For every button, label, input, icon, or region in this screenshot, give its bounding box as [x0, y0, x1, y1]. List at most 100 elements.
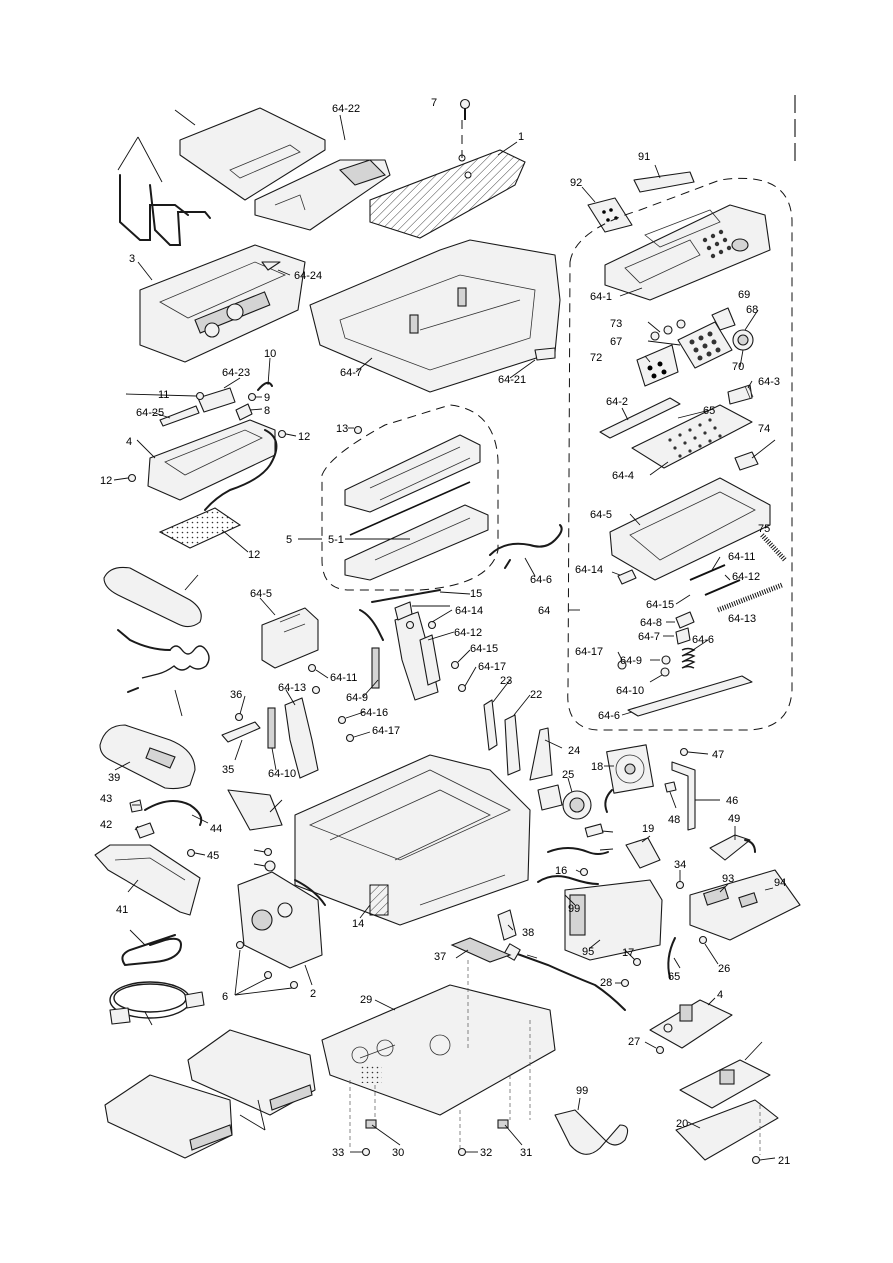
part-44-screw: [186, 848, 196, 858]
callout-61: 64-25: [136, 407, 164, 419]
callout-20: 19: [642, 823, 654, 835]
callout-31a: 30: [392, 1147, 404, 1159]
part-13-film: [158, 507, 242, 549]
part-64-19-64-20-64-21-dial: [711, 307, 754, 351]
part-15-lower-chassis: [294, 754, 531, 926]
callout-57a: 64-17: [478, 661, 506, 673]
part-31-feet: [365, 1119, 509, 1129]
callout-66: 92: [570, 177, 582, 189]
callout-64: 64: [538, 605, 550, 617]
part-45-bracket: [671, 761, 696, 831]
part-40-cradle-base: [94, 844, 201, 916]
callout-54b: 64-13: [278, 682, 306, 694]
callout-56a: 64-15: [470, 643, 498, 655]
part-63-connector: [667, 937, 676, 979]
callout-4: 4: [126, 436, 132, 448]
part-64-3-connector: [727, 384, 754, 405]
part-94-95-parts: [263, 847, 276, 872]
part-14-screw: [353, 425, 363, 435]
callout-9: 8: [264, 405, 270, 417]
callout-39: 39: [108, 772, 120, 784]
callout-30: 29: [360, 994, 372, 1006]
part-66-key-sheet: [587, 197, 633, 233]
part-29-screw-ground: [620, 978, 630, 988]
part-61-strip: [159, 405, 200, 427]
callout-22: 21: [778, 1155, 790, 1167]
part-64-24-tab: [734, 451, 759, 471]
assembly-64-boundary: [567, 177, 793, 731]
part-62-arrow-marker: [261, 261, 281, 271]
part-60-sheet: [197, 387, 236, 413]
callout-32: 32: [480, 1147, 492, 1159]
part-74-cord: [121, 934, 182, 967]
callout-40: 41: [116, 904, 128, 916]
callout-5: 5: [286, 534, 292, 546]
part-32-33-screws: [361, 1147, 467, 1157]
part-58-clip: [534, 347, 556, 361]
part-81-2-wire-guide: [119, 174, 211, 246]
callout-28: 27: [628, 1036, 640, 1048]
callout-52b: 64-10: [268, 768, 296, 780]
callout-69: 95: [582, 946, 594, 958]
callout-38: 38: [522, 927, 534, 939]
callout-72: 99: [576, 1085, 588, 1097]
part-76-curl-cord: [117, 629, 210, 693]
part-5-1-shaft: [349, 481, 471, 536]
callout-49: 64-5: [250, 588, 272, 600]
callout-64-18: 67: [610, 336, 622, 348]
part-38-clip: [497, 909, 517, 941]
callout-63: 65: [668, 971, 680, 983]
part-52-rod: [371, 647, 380, 689]
callout-31b: 31: [520, 1147, 532, 1159]
callout-64-4: 64-4: [612, 470, 634, 482]
part-64-4-key-pcb: [631, 404, 753, 469]
callout-10: 9: [264, 392, 270, 404]
callout-35: 35: [222, 764, 234, 776]
part-71-board: [679, 1059, 771, 1109]
part-7-screws: [235, 940, 299, 990]
callout-25: 24: [568, 745, 580, 757]
part-53-55-56-57-screws: [307, 620, 467, 743]
part-20-board: [625, 837, 661, 869]
part-64-23-key-group: [650, 319, 686, 341]
callout-8: 7: [431, 97, 437, 109]
callout-42: 43: [100, 793, 112, 805]
callout-62: 64-24: [294, 270, 322, 282]
callout-37: 37: [434, 951, 446, 963]
callout-64-2: 64-2: [606, 396, 628, 408]
part-50-main-frame: [309, 239, 561, 393]
callout-19: 18: [591, 761, 603, 773]
callout-24: 23: [500, 675, 512, 687]
part-39-handset-cradle: [99, 724, 196, 790]
part-67-68-main-pcb: [689, 869, 801, 941]
callout-45: 46: [726, 795, 738, 807]
part-59-paper-guide: [254, 159, 391, 231]
callout-60: 64-23: [222, 367, 250, 379]
part-54-bracket: [284, 611, 441, 779]
callout-64-6: 64-6: [598, 710, 620, 722]
part-4-ccd-bracket: [147, 419, 278, 511]
callout-64-19: 68: [746, 304, 758, 316]
part-48-battery: [709, 834, 756, 861]
part-75-document-trays: [104, 1029, 316, 1159]
callout-54a: 64-12: [454, 627, 482, 639]
part-64-15-pad: [617, 569, 637, 585]
part-72-tape: [554, 1109, 629, 1155]
callout-64-5: 64-5: [590, 509, 612, 521]
part-92-91-ferrite: [547, 823, 609, 855]
part-64-25-ribbon: [760, 533, 787, 562]
callout-3: 3: [129, 253, 135, 265]
callout-13: 12: [248, 549, 260, 561]
part-34-screw: [675, 880, 685, 890]
callout-64-7: 64-6: [692, 634, 714, 646]
callout-23: 22: [530, 689, 542, 701]
part-93-guide: [227, 789, 283, 831]
callout-57b: 64-17: [372, 725, 400, 737]
leader-lines: [113, 109, 776, 1161]
part-64-9-64-8-levers: [675, 611, 695, 645]
part-64-7-spring: [681, 647, 696, 669]
part-64-22-key-group: [636, 344, 679, 387]
part-99-gear: [394, 601, 413, 621]
callout-64-17b: 64-17: [575, 646, 603, 658]
part-16-link: [359, 609, 384, 641]
